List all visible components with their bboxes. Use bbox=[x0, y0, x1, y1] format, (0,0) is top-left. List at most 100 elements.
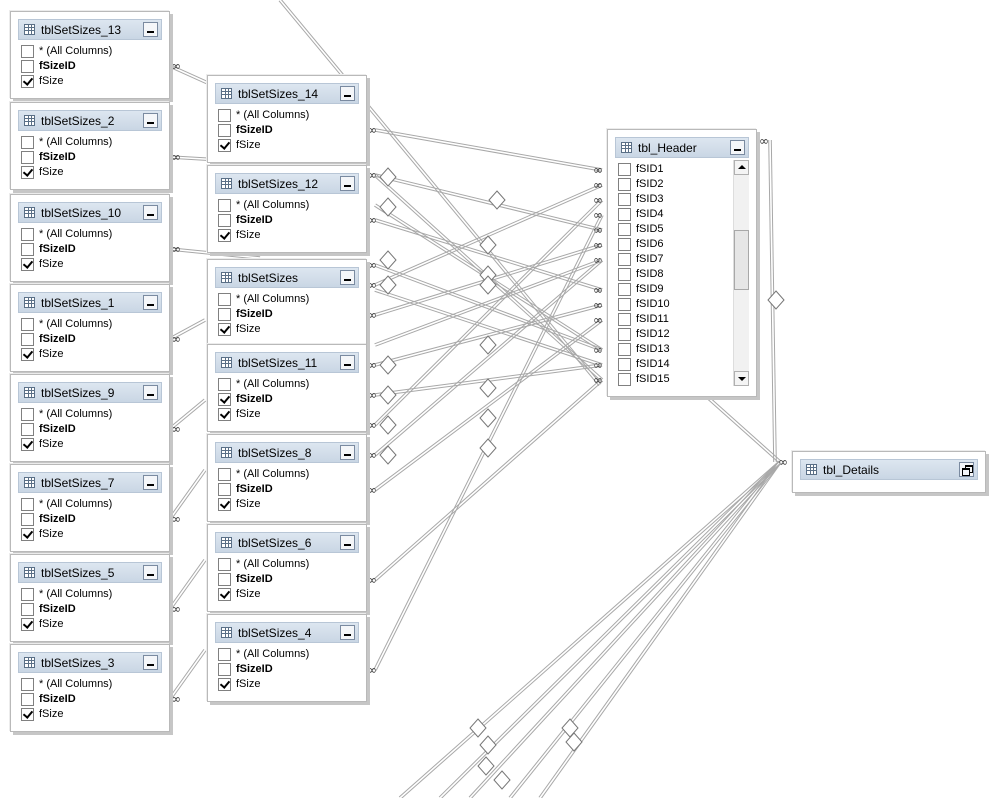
minimize-button[interactable] bbox=[340, 445, 355, 460]
column-checkbox[interactable] bbox=[21, 348, 34, 361]
column-checkbox[interactable] bbox=[218, 408, 231, 421]
table-tbl-details[interactable]: tbl_Details bbox=[792, 451, 986, 493]
column-checkbox[interactable] bbox=[218, 323, 231, 336]
column-checkbox[interactable] bbox=[218, 468, 231, 481]
column-checkbox[interactable] bbox=[618, 283, 631, 296]
column-checkbox[interactable] bbox=[21, 603, 34, 616]
minimize-button[interactable] bbox=[143, 475, 158, 490]
column-checkbox[interactable] bbox=[21, 60, 34, 73]
column-checkbox[interactable] bbox=[218, 498, 231, 511]
column-checkbox[interactable] bbox=[618, 253, 631, 266]
scroll-up-button[interactable] bbox=[734, 160, 749, 175]
column-checkbox[interactable] bbox=[218, 124, 231, 137]
table-title-bar[interactable]: tblSetSizes_11 bbox=[215, 352, 359, 373]
table-title-bar[interactable]: tblSetSizes_2 bbox=[18, 110, 162, 131]
column-checkbox[interactable] bbox=[618, 208, 631, 221]
minimize-button[interactable] bbox=[340, 176, 355, 191]
table-title-bar[interactable]: tblSetSizes bbox=[215, 267, 359, 288]
minimize-button[interactable] bbox=[340, 86, 355, 101]
table-title-bar[interactable]: tblSetSizes_3 bbox=[18, 652, 162, 673]
column-checkbox[interactable] bbox=[21, 618, 34, 631]
column-checkbox[interactable] bbox=[21, 258, 34, 271]
column-checkbox[interactable] bbox=[21, 151, 34, 164]
minimize-button[interactable] bbox=[340, 355, 355, 370]
table-title-bar[interactable]: tblSetSizes_10 bbox=[18, 202, 162, 223]
column-checkbox[interactable] bbox=[218, 293, 231, 306]
column-checkbox[interactable] bbox=[218, 483, 231, 496]
column-checkbox[interactable] bbox=[618, 343, 631, 356]
column-checkbox[interactable] bbox=[618, 223, 631, 236]
table-title-bar[interactable]: tblSetSizes_5 bbox=[18, 562, 162, 583]
column-checkbox[interactable] bbox=[618, 238, 631, 251]
minimize-button[interactable] bbox=[143, 22, 158, 37]
minimize-button[interactable] bbox=[340, 535, 355, 550]
column-checkbox[interactable] bbox=[218, 214, 231, 227]
scroll-thumb[interactable] bbox=[734, 230, 749, 290]
column-checkbox[interactable] bbox=[218, 378, 231, 391]
table-title-bar[interactable]: tbl_Details bbox=[800, 459, 978, 480]
column-checkbox[interactable] bbox=[21, 333, 34, 346]
column-checkbox[interactable] bbox=[21, 318, 34, 331]
table-title-bar[interactable]: tblSetSizes_8 bbox=[215, 442, 359, 463]
column-checkbox[interactable] bbox=[21, 166, 34, 179]
minimize-button[interactable] bbox=[340, 270, 355, 285]
column-checkbox[interactable] bbox=[218, 199, 231, 212]
restore-button[interactable] bbox=[959, 462, 974, 477]
minimize-button[interactable] bbox=[143, 385, 158, 400]
column-checkbox[interactable] bbox=[21, 693, 34, 706]
column-checkbox[interactable] bbox=[21, 423, 34, 436]
column-checkbox[interactable] bbox=[218, 393, 231, 406]
column-checkbox[interactable] bbox=[218, 678, 231, 691]
column-checkbox[interactable] bbox=[618, 178, 631, 191]
column-checkbox[interactable] bbox=[21, 136, 34, 149]
column-checkbox[interactable] bbox=[21, 708, 34, 721]
minimize-button[interactable] bbox=[143, 295, 158, 310]
minimize-button[interactable] bbox=[143, 565, 158, 580]
column-checkbox[interactable] bbox=[618, 163, 631, 176]
table-title-bar[interactable]: tblSetSizes_9 bbox=[18, 382, 162, 403]
minimize-button[interactable] bbox=[143, 205, 158, 220]
column-checkbox[interactable] bbox=[21, 528, 34, 541]
minimize-button[interactable] bbox=[340, 625, 355, 640]
table-title-bar[interactable]: tblSetSizes_12 bbox=[215, 173, 359, 194]
table-title-bar[interactable]: tblSetSizes_7 bbox=[18, 472, 162, 493]
column-checkbox[interactable] bbox=[21, 228, 34, 241]
vertical-scrollbar[interactable] bbox=[733, 160, 749, 386]
column-checkbox[interactable] bbox=[218, 229, 231, 242]
minimize-button[interactable] bbox=[143, 113, 158, 128]
column-checkbox[interactable] bbox=[218, 558, 231, 571]
column-checkbox[interactable] bbox=[218, 308, 231, 321]
column-checkbox[interactable] bbox=[218, 648, 231, 661]
column-checkbox[interactable] bbox=[618, 328, 631, 341]
table-title-bar[interactable]: tbl_Header bbox=[615, 137, 749, 158]
table-title-bar[interactable]: tblSetSizes_1 bbox=[18, 292, 162, 313]
column-checkbox[interactable] bbox=[618, 313, 631, 326]
column-checkbox[interactable] bbox=[218, 573, 231, 586]
column-checkbox[interactable] bbox=[21, 678, 34, 691]
column-checkbox[interactable] bbox=[21, 408, 34, 421]
minimize-button[interactable] bbox=[143, 655, 158, 670]
column-checkbox[interactable] bbox=[218, 588, 231, 601]
minimize-button[interactable] bbox=[730, 140, 745, 155]
column-checkbox[interactable] bbox=[618, 298, 631, 311]
column-checkbox[interactable] bbox=[618, 193, 631, 206]
column-checkbox[interactable] bbox=[218, 663, 231, 676]
column-checkbox[interactable] bbox=[21, 498, 34, 511]
column-checkbox[interactable] bbox=[21, 45, 34, 58]
table-title-bar[interactable]: tblSetSizes_6 bbox=[215, 532, 359, 553]
table-title-bar[interactable]: tblSetSizes_13 bbox=[18, 19, 162, 40]
column-checkbox[interactable] bbox=[618, 268, 631, 281]
column-checkbox[interactable] bbox=[21, 438, 34, 451]
